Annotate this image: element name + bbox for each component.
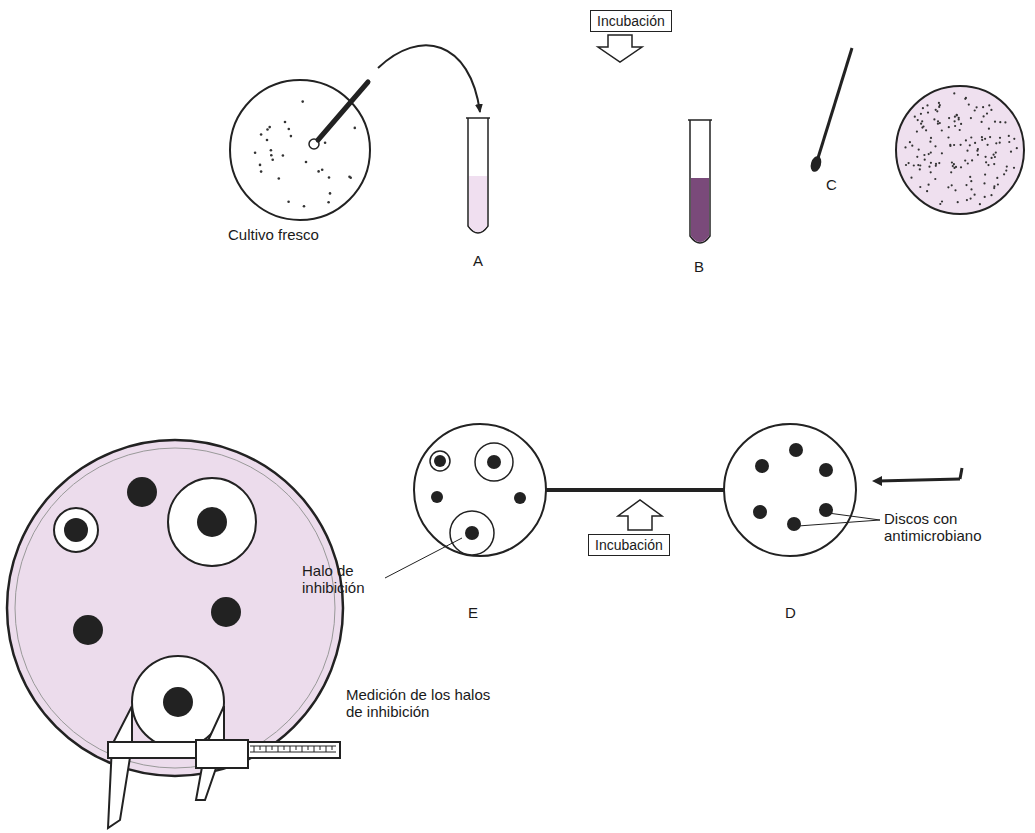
- petri-dish: [724, 424, 856, 556]
- step-letter: B: [694, 258, 704, 275]
- swab: [818, 48, 852, 158]
- node-text: Incubación: [597, 13, 665, 29]
- loop: [318, 82, 368, 140]
- caption-label: Medición de los halos de inhibición: [346, 686, 496, 720]
- step-letter: E: [468, 604, 478, 621]
- node-text: Incubación: [595, 537, 663, 553]
- leader-line: [798, 520, 880, 526]
- step-letter: A: [473, 252, 483, 269]
- incubation-box: Incubación: [588, 534, 670, 556]
- petri-dish: [230, 80, 370, 220]
- swab: [878, 479, 960, 481]
- callout-label: Discos con antimicrobiano: [884, 510, 1024, 544]
- loop-tip: [309, 139, 319, 149]
- bacterial-lawn: [904, 92, 1018, 205]
- turbid-broth: [691, 178, 709, 242]
- petri-dish: [414, 424, 546, 556]
- incubation-box: Incubación: [590, 10, 672, 32]
- broth: [469, 176, 487, 232]
- tube-a: [468, 118, 488, 233]
- swab-tip: [809, 155, 823, 173]
- leader-line: [385, 538, 462, 578]
- petri-dish: [7, 440, 343, 776]
- caliper: [108, 706, 340, 828]
- incubation-arrow: [598, 35, 642, 62]
- caption-label: Cultivo fresco: [228, 226, 319, 243]
- step-letter: D: [785, 604, 796, 621]
- sequence-line: [546, 488, 724, 492]
- transfer-arrow: [378, 45, 480, 112]
- tube-b: [690, 120, 710, 243]
- step-letter: C: [826, 176, 837, 193]
- callout-label: Halo de inhibición: [302, 562, 386, 596]
- petri-dish: [896, 86, 1024, 214]
- leader-line: [828, 513, 880, 520]
- incubation-arrow: [618, 500, 662, 530]
